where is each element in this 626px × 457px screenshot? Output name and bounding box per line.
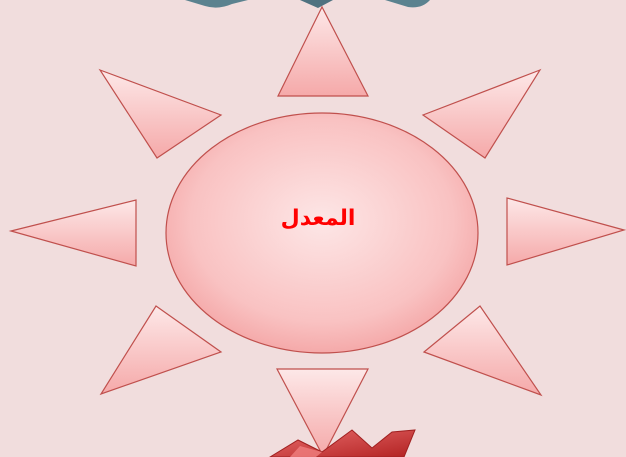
center-label: المعدل bbox=[281, 206, 356, 231]
ray-bottom-right bbox=[424, 306, 541, 395]
ray-top bbox=[278, 7, 368, 96]
ray-top-right bbox=[423, 70, 540, 158]
ray-right bbox=[507, 198, 624, 265]
center-oval bbox=[166, 113, 478, 353]
ray-bottom-left bbox=[101, 306, 221, 394]
ray-left bbox=[11, 200, 136, 266]
top-decoration bbox=[185, 0, 430, 8]
bottom-decoration bbox=[270, 430, 415, 457]
ray-top-left bbox=[100, 70, 221, 158]
